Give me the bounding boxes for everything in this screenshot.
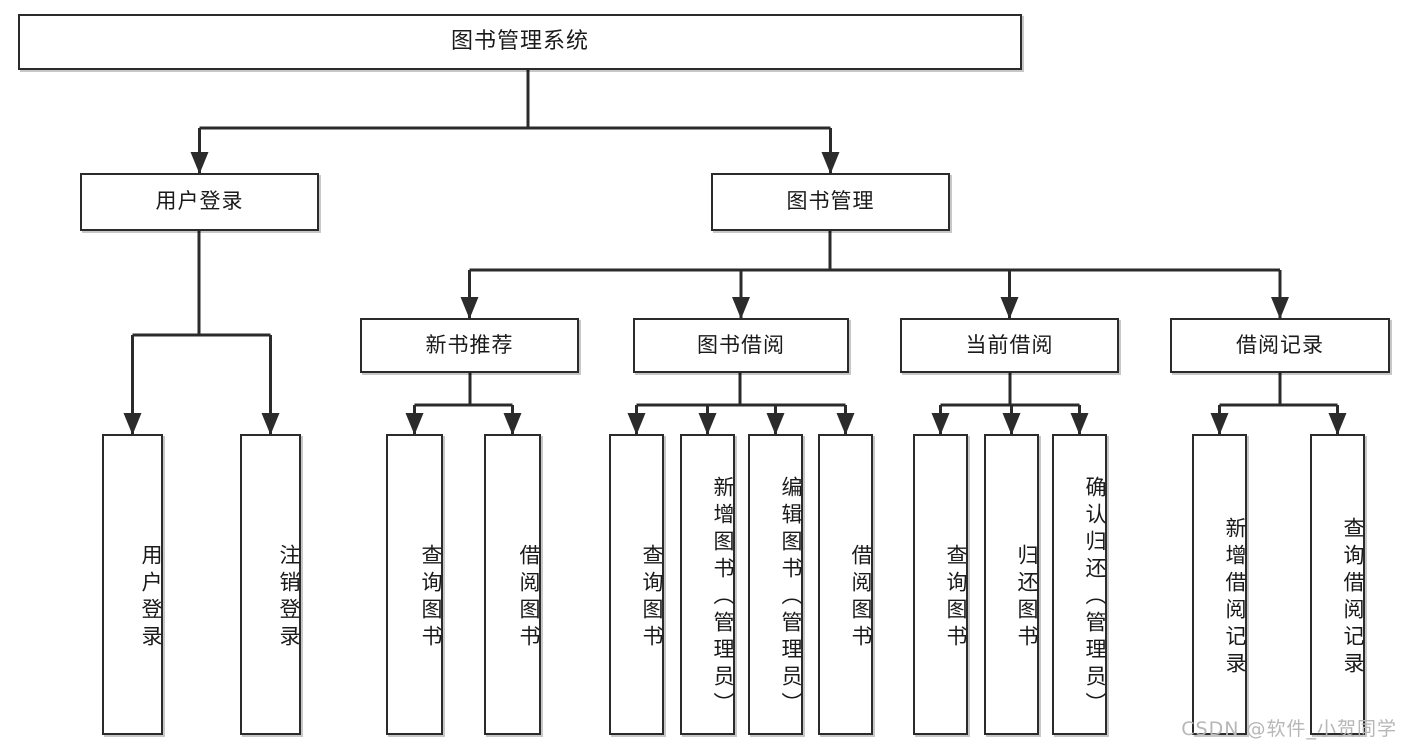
node-label: 查询图书 [419,543,443,652]
csdn-watermark: CSDN @软件_小贺同学 [1181,718,1397,740]
node-leaf_2_3[interactable]: 借阅图书 [818,434,873,735]
connector-arrowhead [821,152,840,174]
node-leaf_2_0[interactable]: 查询图书 [609,434,664,735]
node-label: 借阅图书 [849,543,873,652]
connector-arrowhead [698,413,717,435]
connector-arrowhead [190,152,209,174]
node-l2_0[interactable]: 新书推荐 [360,318,579,373]
connector-arrowhead [1002,413,1021,435]
connector-arrowhead [123,413,142,435]
node-leaf_3_2[interactable]: 确认归还（管理员） [1052,434,1107,735]
node-label: 查询图书 [640,543,664,652]
node-label: 用户登录 [155,189,244,214]
node-leaf_0_1[interactable]: 注销登录 [240,434,301,735]
node-label: 借阅图书 [517,543,541,652]
node-label: 新增图书（管理员） [711,476,735,719]
node-leaf_1_1[interactable]: 借阅图书 [484,434,541,735]
node-label: 查询借阅记录 [1341,516,1365,679]
node-l2_1[interactable]: 图书借阅 [633,318,849,373]
node-leaf_1_0[interactable]: 查询图书 [386,434,443,735]
node-label: 确认归还（管理员） [1083,476,1107,719]
connector-arrowhead [766,413,785,435]
node-label: 查询图书 [944,543,968,652]
node-l2_3[interactable]: 借阅记录 [1170,318,1390,373]
node-leaf_2_1[interactable]: 新增图书（管理员） [680,434,735,735]
node-leaf_3_0[interactable]: 查询图书 [913,434,968,735]
node-leaf_4_0[interactable]: 新增借阅记录 [1192,434,1247,735]
node-label: 用户登录 [139,543,163,652]
node-l1_1[interactable]: 图书管理 [711,173,950,231]
node-label: 借阅记录 [1236,332,1324,357]
node-label: 图书借阅 [697,332,785,357]
node-l2_2[interactable]: 当前借阅 [900,318,1119,373]
connector-arrowhead [1070,413,1089,435]
connector-arrowhead [460,297,479,319]
connector-arrowhead [1271,297,1289,319]
connector-arrowhead [931,413,950,435]
connector-arrowhead [732,297,750,319]
connector-arrowhead [627,413,646,435]
connector-arrowhead [261,413,280,435]
node-label: 图书管理系统 [450,28,589,54]
node-label: 注销登录 [277,543,301,652]
node-leaf_3_1[interactable]: 归还图书 [984,434,1039,735]
connector-arrowhead [1328,413,1347,435]
connector-arrowhead [836,413,855,435]
node-root[interactable]: 图书管理系统 [18,14,1022,70]
node-label: 图书管理 [786,189,875,214]
node-leaf_0_0[interactable]: 用户登录 [102,434,163,735]
node-label: 新增借阅记录 [1223,516,1247,679]
node-label: 当前借阅 [965,332,1054,357]
node-label: 新书推荐 [425,332,514,357]
node-label: 归还图书 [1015,543,1039,652]
node-leaf_2_2[interactable]: 编辑图书（管理员） [748,434,803,735]
connector-arrowhead [503,413,522,435]
connector-arrowhead [405,413,424,435]
node-l1_0[interactable]: 用户登录 [80,173,319,231]
node-label: 编辑图书（管理员） [779,476,803,719]
node-leaf_4_1[interactable]: 查询借阅记录 [1310,434,1365,735]
connector-arrowhead [1000,297,1019,319]
connector-arrowhead [1210,413,1229,435]
